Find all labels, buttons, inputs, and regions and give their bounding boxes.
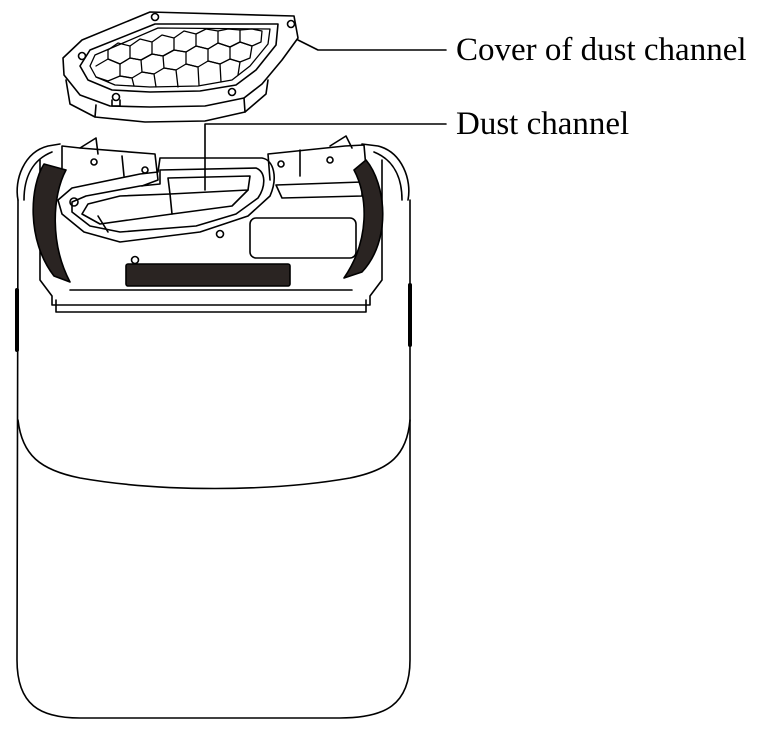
dust-channel-label: Dust channel	[456, 106, 630, 142]
cover-leader-line	[297, 39, 447, 51]
right-side-pad	[343, 159, 384, 279]
station-body	[15, 135, 412, 719]
base-center-slot	[125, 263, 291, 287]
dust-channel-cover	[62, 11, 299, 123]
channel-leader-line	[204, 123, 447, 191]
left-side-pad	[32, 163, 71, 283]
dust-channel	[57, 157, 275, 265]
cover-honeycomb-grid	[89, 27, 271, 88]
cover-of-dust-channel-label: Cover of dust channel	[456, 32, 747, 68]
